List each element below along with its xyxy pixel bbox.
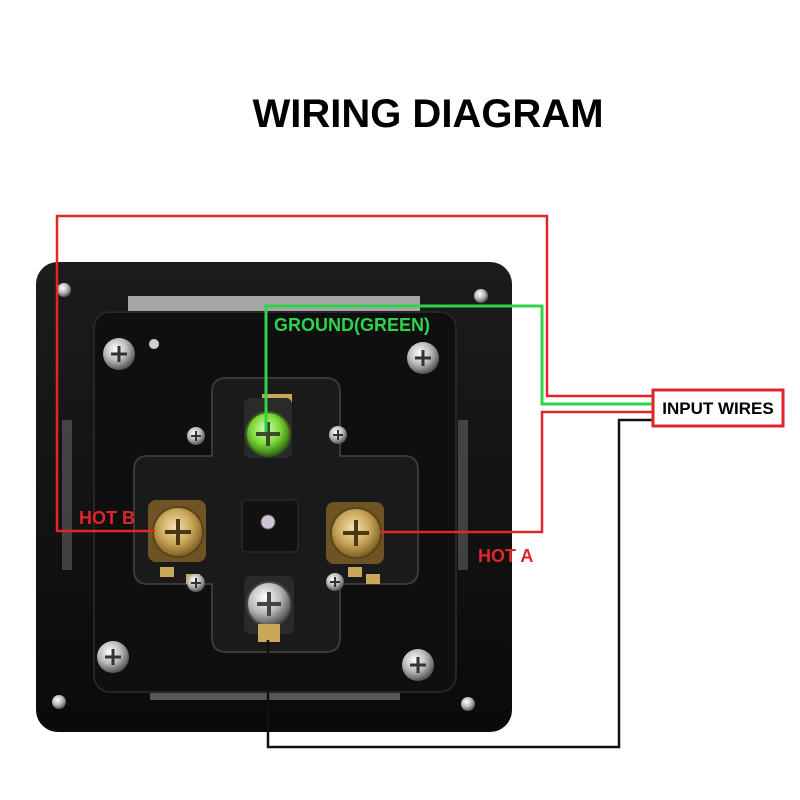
phillips-screw-icon <box>103 338 135 370</box>
corner-rivet <box>52 695 66 709</box>
hot-b-label: HOT B <box>79 508 135 528</box>
ground-wire <box>264 304 653 432</box>
phillips-screw-icon <box>187 574 205 592</box>
neutral-wire <box>266 418 653 749</box>
hot-a-label: HOT A <box>478 546 533 566</box>
hot-a-terminal <box>326 502 384 564</box>
corner-rivet <box>461 697 475 711</box>
phillips-screw-icon <box>187 427 205 445</box>
input-wires-label: INPUT WIRES <box>662 399 773 418</box>
socket-body <box>36 262 512 732</box>
phillips-screw-icon <box>326 573 344 591</box>
neutral-terminal <box>244 576 294 642</box>
page-title: WIRING DIAGRAM <box>252 92 603 136</box>
brass-tab <box>348 567 362 577</box>
corner-rivet <box>149 339 159 349</box>
hot-b-terminal <box>148 500 206 562</box>
center-rivet <box>260 514 276 530</box>
phillips-screw-icon <box>402 649 434 681</box>
brass-tab <box>366 574 380 584</box>
phillips-screw-icon <box>407 342 439 374</box>
brass-tab <box>160 567 174 577</box>
hot-b-wire <box>55 214 653 533</box>
ground-terminal <box>244 398 292 458</box>
inner-frame-right <box>458 420 468 570</box>
phillips-screw-icon <box>329 426 347 444</box>
ground-label: GROUND(GREEN) <box>274 315 430 335</box>
corner-rivet <box>474 289 488 303</box>
hot-a-wire <box>380 410 653 534</box>
inner-frame-bottom <box>150 690 400 700</box>
inner-frame-left <box>62 420 72 570</box>
corner-rivet <box>57 283 71 297</box>
phillips-screw-icon <box>97 641 129 673</box>
input-wires-box: INPUT WIRES <box>651 388 785 428</box>
